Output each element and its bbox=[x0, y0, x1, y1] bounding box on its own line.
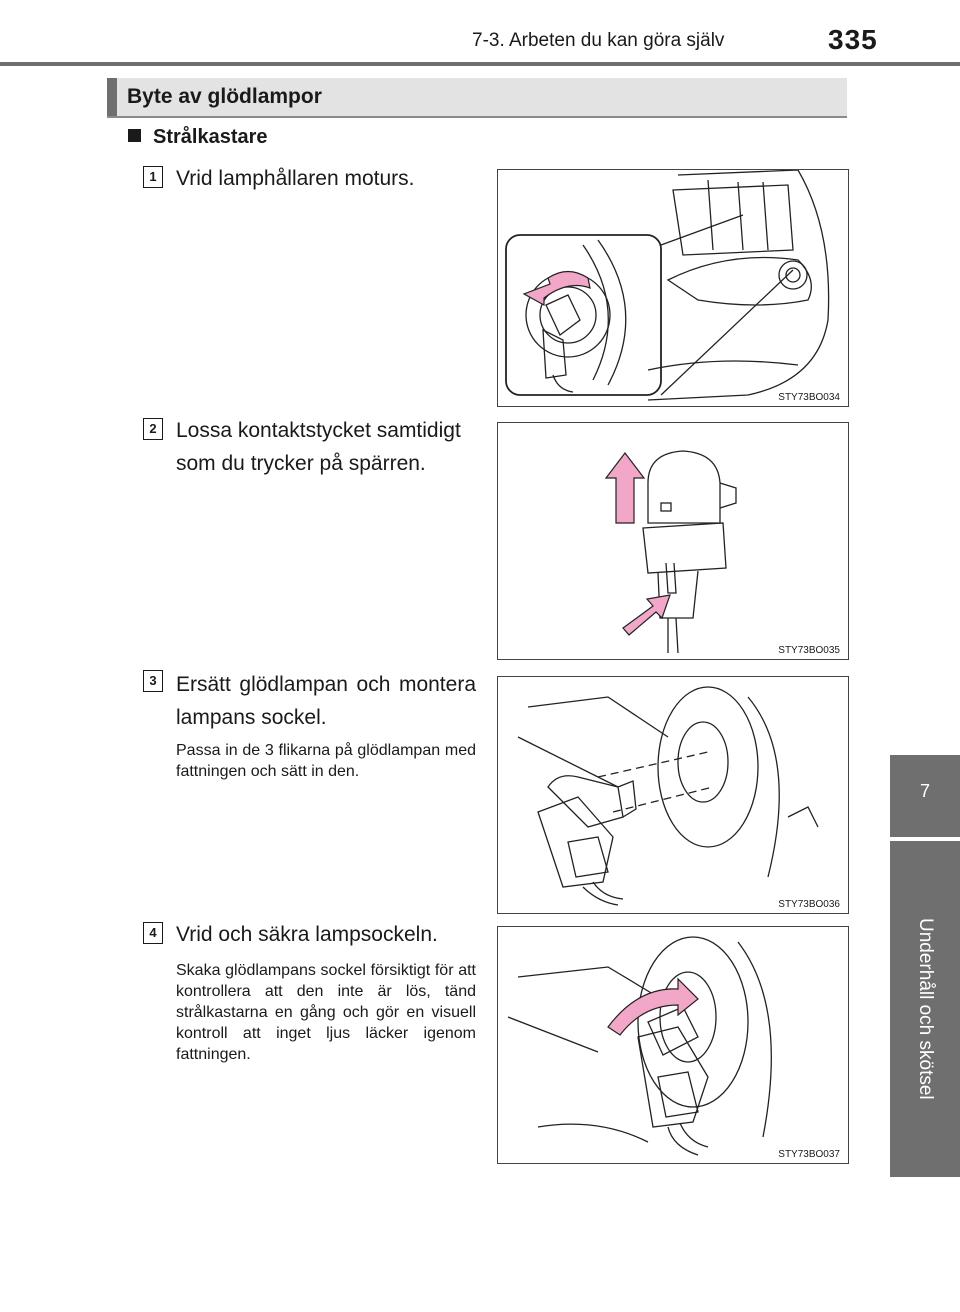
section-title: Byte av glödlampor bbox=[127, 85, 322, 108]
step-2-title: Lossa kontaktstycket samtidigt som du tr… bbox=[176, 419, 461, 475]
square-bullet-icon bbox=[128, 129, 141, 142]
chapter-number: 7 bbox=[919, 781, 930, 801]
figure-step-3: STY73BO036 bbox=[497, 676, 849, 914]
figure-code-3: STY73BO036 bbox=[776, 899, 842, 910]
push-arrow-icon bbox=[622, 594, 671, 636]
figure-step-1: STY73BO034 bbox=[497, 169, 849, 407]
figure-step-4: STY73BO037 bbox=[497, 926, 849, 1164]
step-4-title: Vrid och säkra lampsockeln. bbox=[176, 923, 438, 946]
header-rule bbox=[0, 62, 960, 66]
rotate-lock-arrow-icon bbox=[607, 977, 699, 1036]
chapter-sidebar: Underhåll och skötsel bbox=[890, 841, 960, 1177]
figure-code-2: STY73BO035 bbox=[776, 645, 842, 656]
figure-code-4: STY73BO037 bbox=[776, 1149, 842, 1160]
headlamp-rotate-illustration bbox=[505, 170, 830, 401]
running-header: 7-3. Arbeten du kan göra själv bbox=[472, 30, 725, 51]
step-number-2: 2 bbox=[143, 418, 163, 440]
page-number: 335 bbox=[828, 24, 878, 55]
step-1-title: Vrid lamphållaren moturs. bbox=[176, 167, 415, 190]
rotate-arrow-icon bbox=[522, 270, 591, 307]
chapter-tab: 7 bbox=[890, 755, 960, 837]
subheading-text: Strålkastare bbox=[153, 126, 268, 148]
figure-step-2: STY73BO035 bbox=[497, 422, 849, 660]
subheading: Strålkastare bbox=[128, 126, 268, 149]
step-4-note: Skaka glödlampans sockel försiktigt för … bbox=[176, 962, 476, 1063]
connector-release-illustration bbox=[604, 450, 737, 654]
step-3-note: Passa in de 3 flikarna på glödlampan med… bbox=[176, 742, 476, 780]
bulb-lock-illustration bbox=[507, 936, 772, 1156]
chapter-title: Underhåll och skötsel bbox=[915, 918, 936, 1100]
step-3-title: Ersätt glödlampan och montera lampans so… bbox=[176, 673, 476, 729]
bulb-install-illustration bbox=[517, 686, 819, 906]
step-number-4: 4 bbox=[143, 922, 163, 944]
step-number-3: 3 bbox=[143, 670, 163, 692]
section-accent bbox=[107, 78, 117, 116]
step-number-1: 1 bbox=[143, 166, 163, 188]
up-arrow-icon bbox=[604, 452, 646, 524]
figure-code-1: STY73BO034 bbox=[776, 392, 842, 403]
section-heading-bar: Byte av glödlampor bbox=[107, 78, 847, 118]
